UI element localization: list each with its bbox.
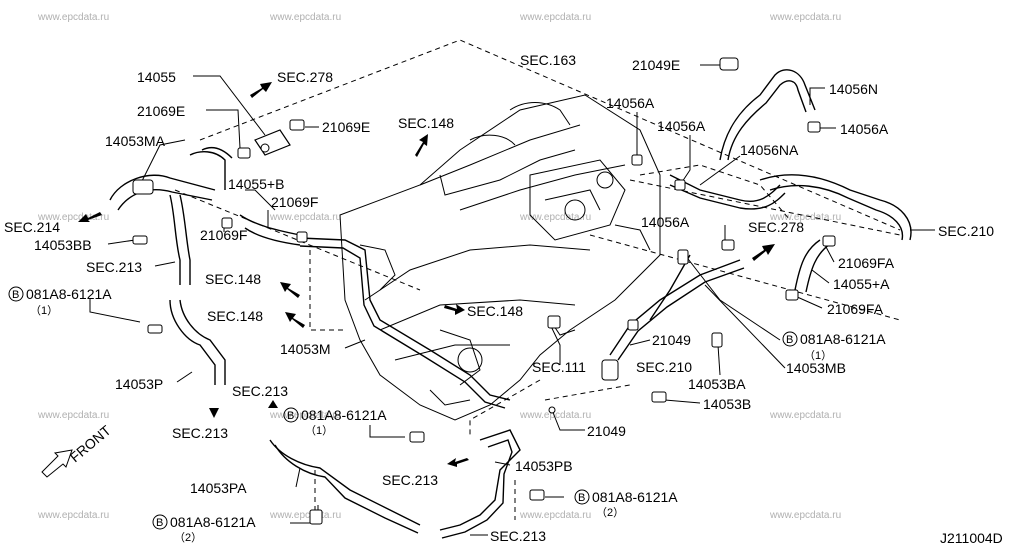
front-marker: FRONT <box>41 422 115 478</box>
watermark: www.epcdata.ru <box>769 12 841 23</box>
watermark: www.epcdata.ru <box>519 12 591 23</box>
watermark: www.epcdata.ru <box>37 12 109 23</box>
watermark: www.epcdata.ru <box>769 510 841 521</box>
label-sec-213: SEC.213 <box>172 425 228 441</box>
bolt-callout: B 081A8-6121A （1） <box>8 286 112 317</box>
bolt-callout: B 081A8-6121A （2） <box>574 489 678 519</box>
watermark: www.epcdata.ru <box>269 212 341 223</box>
label-sec-214: SEC.214 <box>4 219 60 235</box>
label-sec-210: SEC.210 <box>938 223 994 239</box>
bolt-quantity: （2） <box>174 531 202 544</box>
label-21069E: 21069E <box>137 103 185 119</box>
bolt-quantity: （1） <box>804 349 832 362</box>
label-14053MA: 14053MA <box>105 133 166 149</box>
label-14055-b: 14055+B <box>228 176 284 192</box>
label-14056N: 14056N <box>829 81 878 97</box>
bolt-symbol: B <box>578 492 585 504</box>
label-14053P: 14053P <box>115 376 163 392</box>
bolt-part-number: 081A8-6121A <box>592 489 678 505</box>
watermark: www.epcdata.ru <box>769 212 841 223</box>
label-21049E: 21049E <box>632 57 680 73</box>
label-14056A: 14056A <box>657 118 706 134</box>
label-14056NA: 14056NA <box>740 142 799 158</box>
label-sec-210: SEC.210 <box>636 359 692 375</box>
label-21069FA: 21069FA <box>838 255 895 271</box>
watermark: www.epcdata.ru <box>37 212 109 223</box>
label-14056A: 14056A <box>606 95 655 111</box>
direction-arrows <box>78 82 775 467</box>
label-14053B: 14053B <box>703 396 751 412</box>
label-21069E: 21069E <box>322 119 370 135</box>
label-sec-278: SEC.278 <box>277 69 333 85</box>
label-14053BA: 14053BA <box>688 376 746 392</box>
label-21069FA: 21069FA <box>827 301 884 317</box>
label-sec-213: SEC.213 <box>382 472 438 488</box>
label-14053M: 14053M <box>280 341 331 357</box>
watermark: www.epcdata.ru <box>269 12 341 23</box>
label-14053PB: 14053PB <box>515 458 573 474</box>
watermark: www.epcdata.ru <box>269 510 341 521</box>
bolt-part-number: 081A8-6121A <box>301 407 387 423</box>
label-21049: 21049 <box>587 423 626 439</box>
bolt-quantity: （1） <box>30 304 58 317</box>
label-21069F: 21069F <box>271 194 318 210</box>
label-sec-163: SEC.163 <box>520 52 576 68</box>
bolt-symbol: B <box>287 410 294 422</box>
leader-lines <box>89 64 935 536</box>
engine-block <box>339 94 661 421</box>
label-sec-213: SEC.213 <box>490 528 546 544</box>
watermark: www.epcdata.ru <box>769 410 841 421</box>
diagram-id: J211004D <box>940 530 1003 546</box>
label-sec-111: SEC.111 <box>532 359 586 375</box>
bolt-symbol: B <box>156 517 163 529</box>
label-sec-148: SEC.148 <box>205 271 261 287</box>
label-sec-148: SEC.148 <box>398 115 454 131</box>
watermark: www.epcdata.ru <box>37 510 109 521</box>
label-14053PA: 14053PA <box>190 480 247 496</box>
bolt-callout: B 081A8-6121A （1） <box>283 407 387 437</box>
watermark: www.epcdata.ru <box>37 410 109 421</box>
watermarks: www.epcdata.ru www.epcdata.ru www.epcdat… <box>37 12 841 521</box>
bolt-quantity: （1） <box>305 424 333 437</box>
bolt-symbol: B <box>786 334 793 346</box>
label-21069F: 21069F <box>200 227 247 243</box>
label-14055: 14055 <box>137 69 176 85</box>
clamps-and-bolts <box>132 57 836 525</box>
bolt-callout: B 081A8-6121A （2） <box>152 514 256 544</box>
label-sec-148: SEC.148 <box>467 303 523 319</box>
label-14053MB: 14053MB <box>786 360 846 376</box>
front-label: FRONT <box>67 422 115 466</box>
watermark: www.epcdata.ru <box>519 410 591 421</box>
label-14056A: 14056A <box>641 214 690 230</box>
bolt-part-number: 081A8-6121A <box>800 331 886 347</box>
label-sec-278: SEC.278 <box>748 219 804 235</box>
bolt-symbol: B <box>12 289 19 301</box>
label-14056A: 14056A <box>840 121 889 137</box>
label-sec-148: SEC.148 <box>207 308 263 324</box>
watermark: www.epcdata.ru <box>519 510 591 521</box>
bolt-part-number: 081A8-6121A <box>26 286 112 302</box>
bolt-part-number: 081A8-6121A <box>170 514 256 530</box>
hoses <box>109 69 912 539</box>
label-14053BB: 14053BB <box>34 237 92 253</box>
label-14055-a: 14055+A <box>833 276 890 292</box>
watermark: www.epcdata.ru <box>519 212 591 223</box>
leader-dashed <box>174 39 901 520</box>
label-21049: 21049 <box>652 332 691 348</box>
bolt-quantity: （2） <box>596 506 624 519</box>
bolt-callout: B 081A8-6121A （1） <box>782 331 886 362</box>
part-labels: 14055 21069E 14053MA SEC.214 14053BB 140… <box>4 52 994 544</box>
label-sec-213: SEC.213 <box>86 259 142 275</box>
label-sec-213: SEC.213 <box>232 383 288 399</box>
watermark: www.epcdata.ru <box>269 410 341 421</box>
